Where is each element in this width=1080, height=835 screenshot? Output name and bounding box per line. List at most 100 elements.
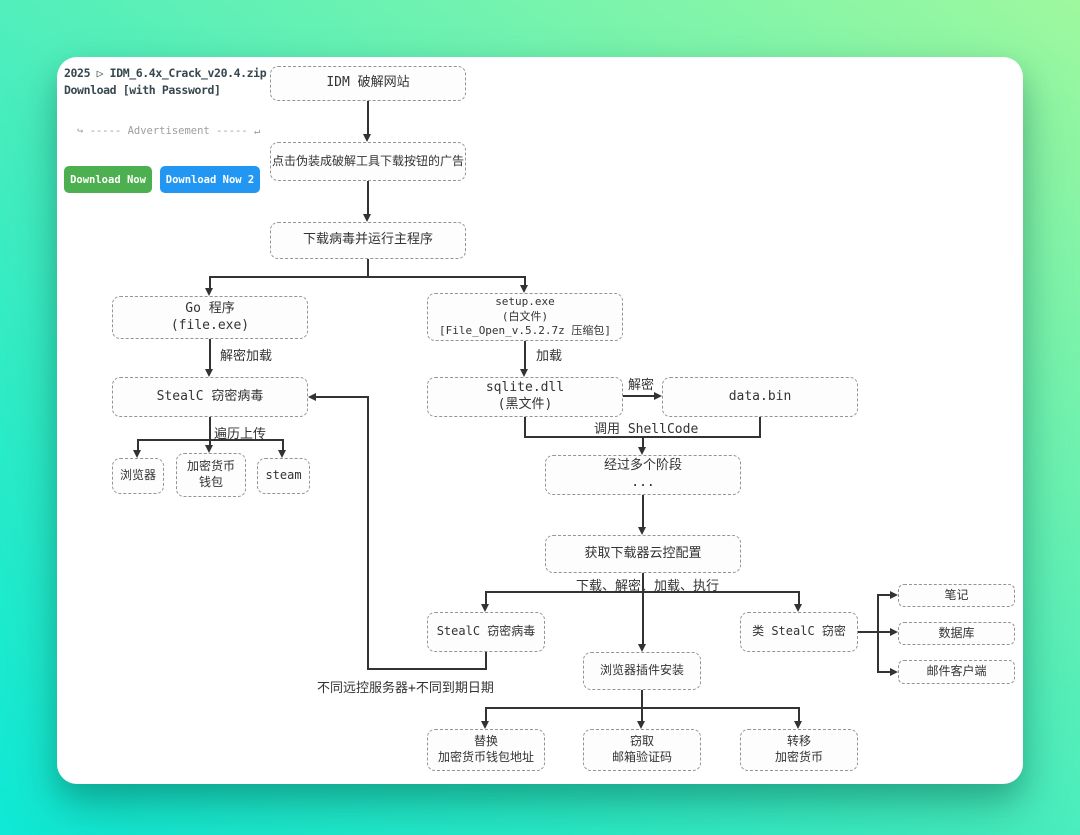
connector-segment [209,417,211,441]
arrowhead-down [637,721,645,729]
node-sqlite-dll: sqlite.dll (黑文件) [427,377,623,417]
node-text: data.bin [728,388,792,404]
connector-segment [485,707,487,722]
connector-segment [367,101,369,135]
connector-segment [137,439,139,451]
node-text: StealC 窃密病毒 [436,624,536,639]
node-idm-crack-site: IDM 破解网站 [270,66,466,101]
node-replace-wallet-address: 替换 加密货币钱包地址 [427,729,545,771]
arrowhead-down [794,721,802,729]
node-text: [File_Open_v.5.2.7z 压缩包] [438,324,612,338]
node-browser: 浏览器 [112,458,164,494]
arrowhead-down [205,445,213,453]
connector-segment [316,396,369,398]
connector-segment [485,591,800,593]
node-text: 加密货币 [186,459,235,474]
arrowhead-down [481,721,489,729]
node-text: 邮件客户端 [926,664,987,679]
connector-segment [367,396,369,670]
zip-filename-line: 2025 ▷ IDM_6.4x_Crack_v20.4.zip [64,66,267,80]
node-notes: 笔记 [898,584,1015,607]
node-crypto-wallet: 加密货币 钱包 [176,453,246,497]
arrowhead-down [520,369,528,377]
node-text: 替换 [473,734,498,749]
node-text: 窃取 [629,734,654,749]
node-text: steam [265,468,302,483]
node-text: 转移 [786,734,811,749]
node-download-run-main: 下载病毒并运行主程序 [270,222,466,259]
arrowhead-down [481,604,489,612]
node-data-bin: data.bin [662,377,858,417]
download-now-button[interactable]: Download Now [64,166,152,193]
edge-label-different-c2: 不同远控服务器+不同到期日期 [317,681,494,696]
connector-segment [524,417,526,438]
node-stealc-virus-top: StealC 窃密病毒 [112,377,308,417]
node-stealc-like: 类 StealC 窃密 [740,612,858,652]
node-stealc-virus-bottom: StealC 窃密病毒 [427,612,545,652]
arrowhead-down [363,214,371,222]
zip-filename-title: 2025 ▷ IDM_6.4x_Crack_v20.4.zip Download… [64,65,267,100]
connector-segment [877,594,891,596]
node-text: 经过多个阶段 [603,458,682,474]
edge-label-call-shellcode: 调用 ShellCode [594,422,699,437]
connector-segment [367,259,369,278]
connector-segment [877,671,891,673]
node-text: (file.exe) [170,317,250,333]
arrowhead-down [278,450,286,458]
connector-segment [367,181,369,215]
node-text: 数据库 [938,625,975,640]
node-text: 下载病毒并运行主程序 [302,232,433,248]
edge-label-download-decrypt-load-exec: 下载、解密、加载、执行 [576,579,720,594]
connector-segment [642,436,644,448]
edge-label-traverse-upload: 遍历上传 [214,427,267,442]
arrowhead-right [890,628,898,636]
diagram-card: 2025 ▷ IDM_6.4x_Crack_v20.4.zip Download… [57,57,1023,784]
node-email-client: 邮件客户端 [898,660,1015,684]
connector-segment [209,339,211,370]
connector-segment [137,439,283,441]
connector-segment [367,668,487,670]
connector-segment [282,439,284,451]
arrowhead-left [308,393,316,401]
node-text: 加密货币 [774,750,823,764]
node-text: 加密货币钱包地址 [437,750,534,764]
node-text: (白文件) [501,309,549,323]
connector-segment [877,595,879,672]
edge-label-decrypt: 解密 [628,378,655,393]
arrowhead-right [890,591,898,599]
node-steal-email-code: 窃取 邮箱验证码 [583,729,701,771]
connector-segment [641,707,643,722]
node-database: 数据库 [898,622,1015,645]
advertisement-divider: ↪ ----- Advertisement ----- ↵ [77,125,261,137]
node-setup-exe: setup.exe (白文件) [File_Open_v.5.2.7z 压缩包] [427,293,623,341]
arrowhead-down [133,450,141,458]
node-text: 笔记 [944,587,969,602]
arrowhead-down [363,134,371,142]
arrowhead-down [205,288,213,296]
download-now-2-button[interactable]: Download Now 2 [160,166,260,193]
node-text: 获取下载器云控配置 [584,545,702,561]
connector-segment [485,591,487,605]
node-text: StealC 窃密病毒 [156,388,264,404]
connector-segment [209,276,211,289]
node-text: 点击伪装成破解工具下载按钮的广告 [271,153,464,168]
connector-segment [858,631,891,633]
connector-segment [623,395,655,397]
arrowhead-down [638,527,646,535]
node-text: 类 StealC 窃密 [752,624,846,639]
arrowhead-down [205,369,213,377]
node-steam: steam [257,458,310,494]
arrowhead-down [638,447,646,455]
download-password-line: Download [with Password] [64,83,221,98]
node-multiple-stages: 经过多个阶段 ... [545,455,741,495]
connector-segment [485,652,487,670]
connector-segment [524,276,526,286]
connector-segment [524,341,526,370]
arrowhead-right [654,392,662,400]
arrowhead-down [638,644,646,652]
node-text: setup.exe [495,295,555,309]
connector-segment [642,495,644,528]
node-text: 钱包 [198,475,223,489]
node-text: sqlite.dll [485,380,565,396]
